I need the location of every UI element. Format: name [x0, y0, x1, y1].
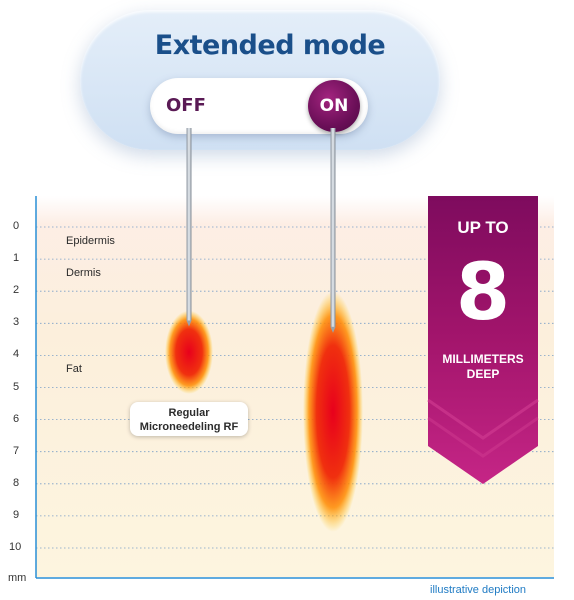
depth-tick-label: 3 — [13, 316, 20, 329]
depth-tick-label: 7 — [13, 444, 20, 457]
depth-tick-label: 8 — [13, 476, 20, 489]
needles — [186, 128, 336, 333]
footnote: illustrative depiction — [430, 584, 526, 596]
banner-deep: DEEP — [466, 367, 500, 381]
banner-up-to: UP TO — [457, 218, 509, 237]
regular-label-line1: Regular — [168, 407, 210, 419]
regular-label-line2: Microneedeling RF — [139, 421, 239, 433]
heat-zone-regular — [165, 310, 213, 394]
depth-tick-label: 2 — [13, 284, 20, 297]
depth-tick-label: 4 — [13, 348, 20, 361]
banner-chevron — [427, 398, 539, 440]
depth-tick-label: 10 — [9, 541, 22, 553]
layer-label: Epidermis — [66, 235, 115, 248]
needle-extended — [330, 128, 336, 327]
heat-zones — [165, 291, 363, 532]
regular-label: Regular Microneedeling RF — [130, 402, 248, 436]
toggle-on-knob[interactable]: ON — [308, 80, 360, 132]
heat-zone-extended — [303, 291, 363, 532]
needle-tip-regular — [186, 320, 192, 327]
toggle-off-label[interactable]: OFF — [166, 95, 206, 116]
axis-unit-label: mm — [8, 572, 27, 584]
depth-tick-label: 0 — [13, 220, 20, 232]
banner-chevron — [427, 416, 539, 458]
depth-tick-label: 1 — [13, 252, 20, 265]
needle-tip-extended — [330, 326, 336, 333]
layer-label: Dermis — [66, 267, 101, 280]
depth-tick-label: 6 — [13, 412, 20, 425]
banner-unit: MILLIMETERS — [442, 352, 524, 366]
needle-regular — [186, 128, 192, 321]
layer-label: Fat — [66, 363, 82, 376]
banner-value: 8 — [455, 248, 511, 338]
depth-tick-label: 5 — [13, 380, 20, 393]
depth-banner — [428, 196, 538, 484]
mode-title: Extended mode — [154, 30, 386, 61]
depth-tick-label: 9 — [13, 508, 20, 521]
